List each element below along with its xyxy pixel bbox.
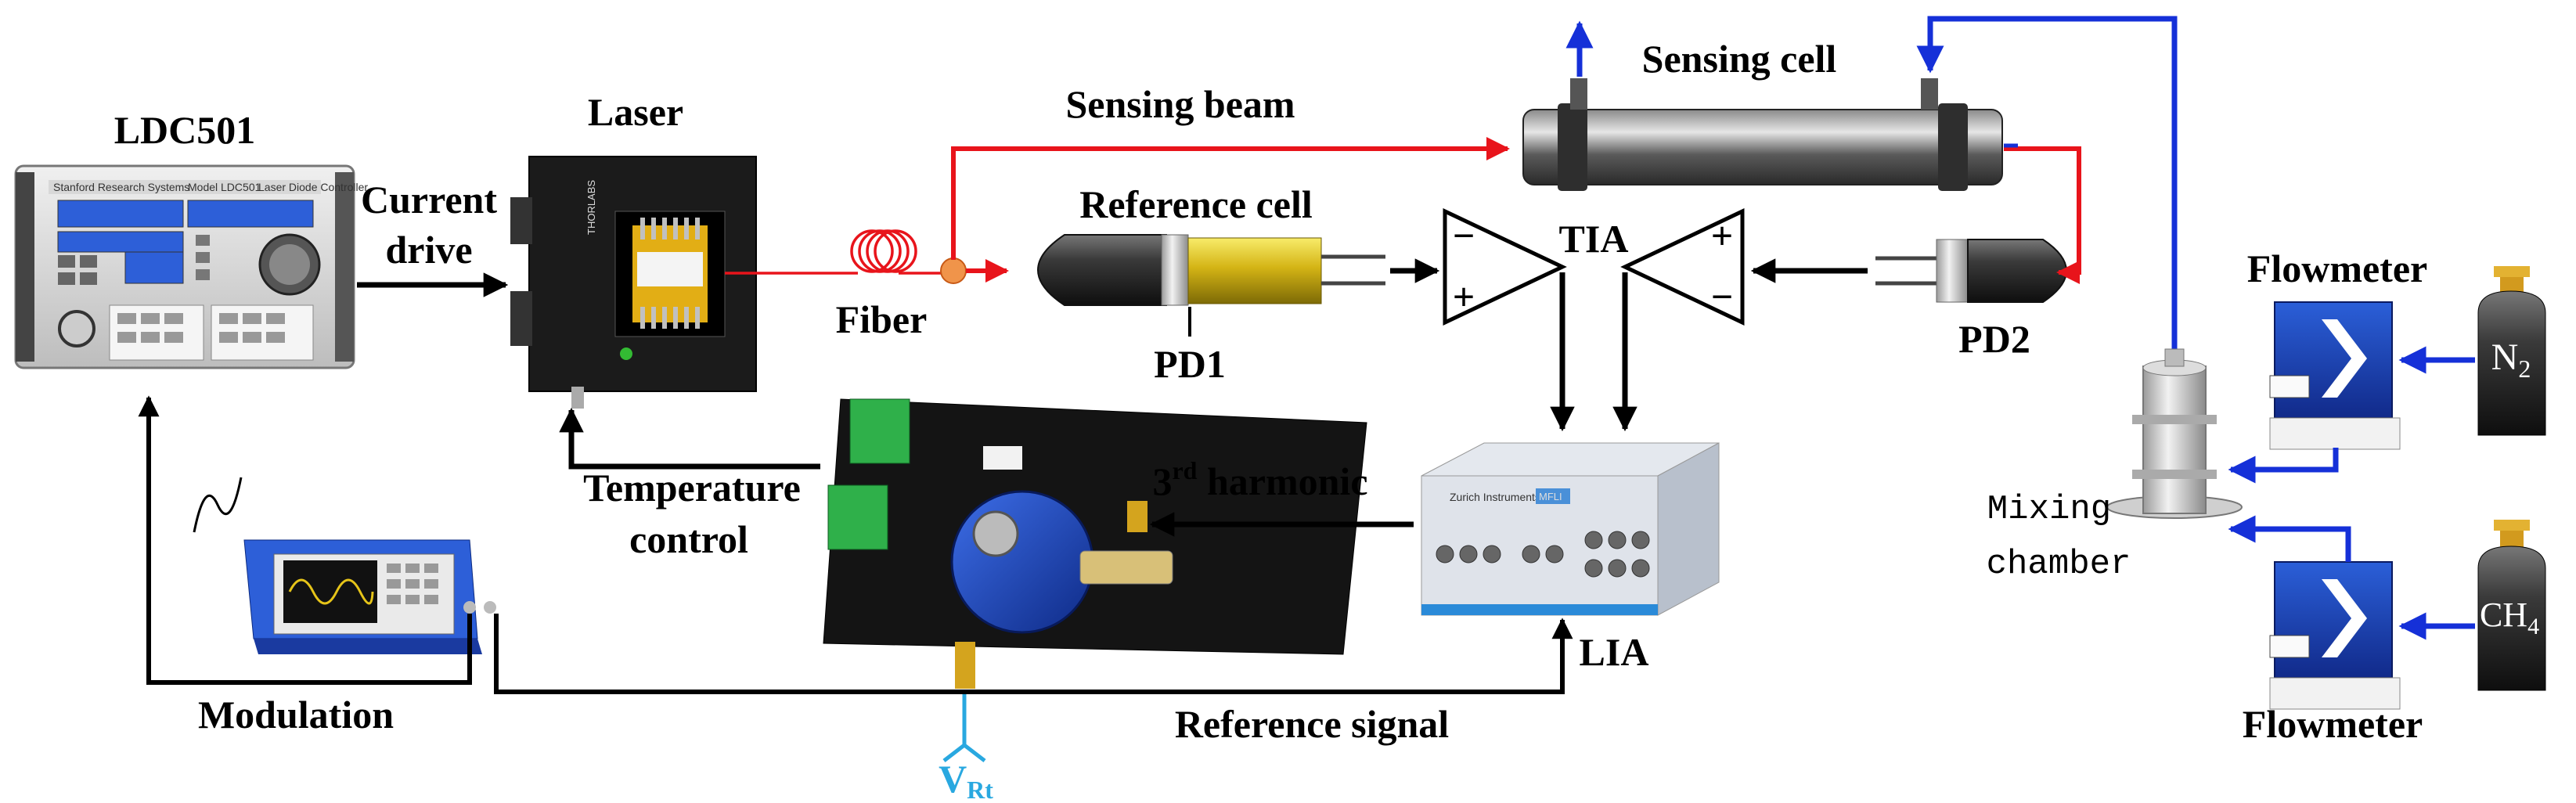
reference-signal-arrow [494,614,1573,694]
tia-left-minus-sign: − [1453,214,1475,257]
sensing-cell-label: Sensing cell [1642,37,1837,81]
tia-right-minus-sign: − [1711,275,1734,319]
temperature-control-label-line2: control [629,517,748,561]
current-drive-label-line2: drive [385,228,472,272]
flowmeter-top [2269,301,2401,450]
reference-signal-label: Reference signal [1175,702,1449,746]
sensing-cell [1522,78,2003,191]
lia-instrument: Zurich Instruments MFLI [1421,442,1720,616]
mixing-chamber-label-line1: Mixing [1987,490,2111,529]
lia-label: LIA [1580,630,1649,674]
vrt-probe-fork [942,742,986,762]
ldc-model-text: Model LDC501 [188,181,261,193]
vrt-label: VRt [939,757,993,803]
pd2-detector [1875,239,2067,303]
n2-cylinder: N2 [2477,266,2546,436]
laser-mount: THORLABS [510,156,757,409]
n2-to-mixing-arrow [2228,448,2339,484]
pd2-label: PD2 [1958,317,2030,361]
mixing-chamber-label-line2: chamber [1987,545,2131,584]
ldc501-controller: Stanford Research Systems Model LDC501 L… [14,164,368,369]
sensing-beam-label: Sensing beam [1065,82,1295,126]
temperature-control-board [823,398,1367,689]
temperature-control-label-line1: Temperature [583,466,801,510]
sensing-beam-arrow [951,137,1510,260]
ch4-cylinder-text: CH4 [2480,596,2539,639]
modulation-label: Modulation [198,693,394,736]
laser-label: Laser [588,90,683,134]
fiber-splitter [940,257,967,284]
flowmeter-bottom-label: Flowmeter [2243,702,2423,746]
reference-cell [1037,234,1385,306]
thorlabs-text: THORLABS [585,180,597,235]
flowmeter-bottom [2269,561,2401,710]
fiber [725,229,950,275]
ldc-desc-text: Laser Diode Controller [258,181,368,193]
ch4-cylinder: CH4 [2477,520,2546,691]
temperature-control-arrow [559,407,820,470]
tia-amplifier-left: − + [1443,208,1567,326]
tia-amplifier-right: + − [1620,208,1745,326]
ldc-brand-text: Stanford Research Systems [53,181,189,193]
tia-left-plus-sign: + [1453,275,1475,319]
gas-inlet-arrow [1916,16,2178,357]
mixing-chamber [2106,348,2243,519]
ldc501-label: LDC501 [114,108,256,152]
n2-cylinder-text: N2 [2491,337,2531,383]
lia-model-text: MFLI [1539,491,1562,502]
flowmeter-top-label: Flowmeter [2247,247,2427,290]
tia-right-plus-sign: + [1711,214,1734,257]
sensing-beam-to-pd2 [2004,146,2081,284]
fiber-label: Fiber [836,297,928,341]
pd1-label: PD1 [1154,342,1226,386]
modulation-arrow [138,395,472,685]
third-harmonic-label: 3rd harmonic [1152,456,1367,503]
function-generator [243,539,496,654]
current-drive-label-line1: Current [361,178,497,221]
reference-cell-label: Reference cell [1079,182,1313,226]
ch4-to-mixing-arrow [2228,515,2351,562]
modulation-sine-icon [193,477,243,533]
lia-brand-text: Zurich Instruments [1450,491,1540,503]
tia-label: TIA [1559,217,1629,261]
